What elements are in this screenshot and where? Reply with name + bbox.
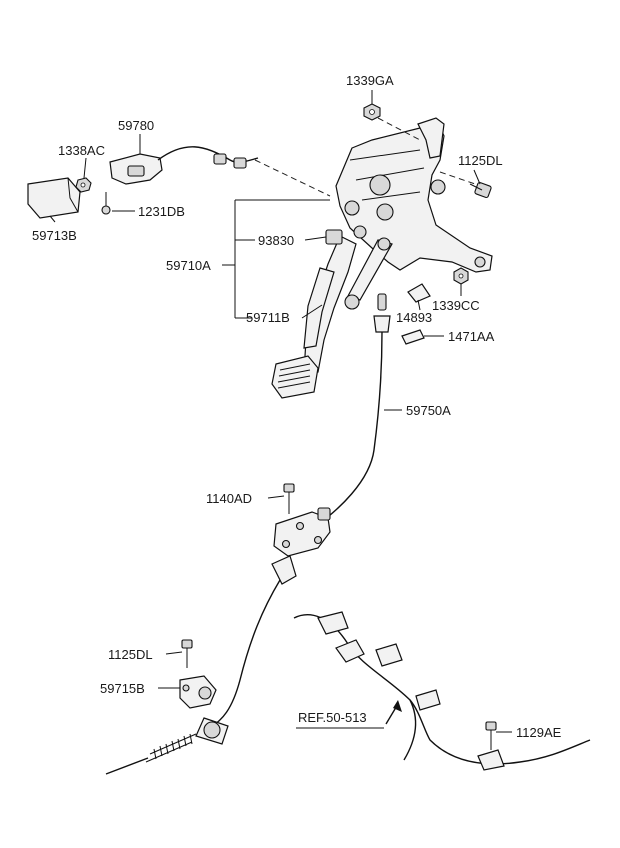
callout-labels: 1339GA 59780 1338AC 1125DL 59713B 1231DB… [32,73,562,740]
front-cable-59750A [271,293,391,585]
cover-59713B [27,177,81,219]
nut-1339GA [363,103,381,121]
label-1125DL-bottom: 1125DL [108,647,153,662]
label-1125DL-top: 1125DL [458,153,503,168]
dashed-guide-switch [254,159,331,197]
label-59713B: 59713B [32,228,77,243]
dashed-guide-nut [377,117,421,141]
label-59780: 59780 [118,118,154,133]
label-1471AA: 1471AA [448,329,495,344]
label-1140AD: 1140AD [206,491,252,506]
nut-1338AC [75,177,92,193]
clip-14893 [407,283,431,303]
nut-1339CC [453,267,469,285]
bolt-1125DL-bottom [181,639,193,668]
label-1339GA: 1339GA [346,73,394,88]
label-93830: 93830 [258,233,294,248]
lower-cable [105,579,281,775]
label-59711B: 59711B [246,310,290,325]
bolt-1129AE [485,721,497,750]
label-1339CC: 1339CC [432,298,480,313]
label-59750A: 59750A [406,403,451,418]
pedal-assembly [271,117,493,399]
rear-cable-ref [293,611,591,771]
label-14893: 14893 [396,310,432,325]
leader-lines [49,90,512,733]
screw-1231DB [101,192,111,215]
label-1129AE: 1129AE [516,725,562,740]
dashed-guide-bolt [439,171,479,186]
pin-1471AA [401,329,425,345]
bolt-1125DL-top [469,181,492,199]
switch-harness [109,146,259,185]
bracket-59715B [179,675,217,709]
label-59710A: 59710A [166,258,211,273]
label-59715B: 59715B [100,681,145,696]
label-1338AC: 1338AC [58,143,105,158]
bolt-1140AD [283,483,295,514]
label-ref-50-513: REF.50-513 [298,710,367,725]
label-1231DB: 1231DB [138,204,185,219]
